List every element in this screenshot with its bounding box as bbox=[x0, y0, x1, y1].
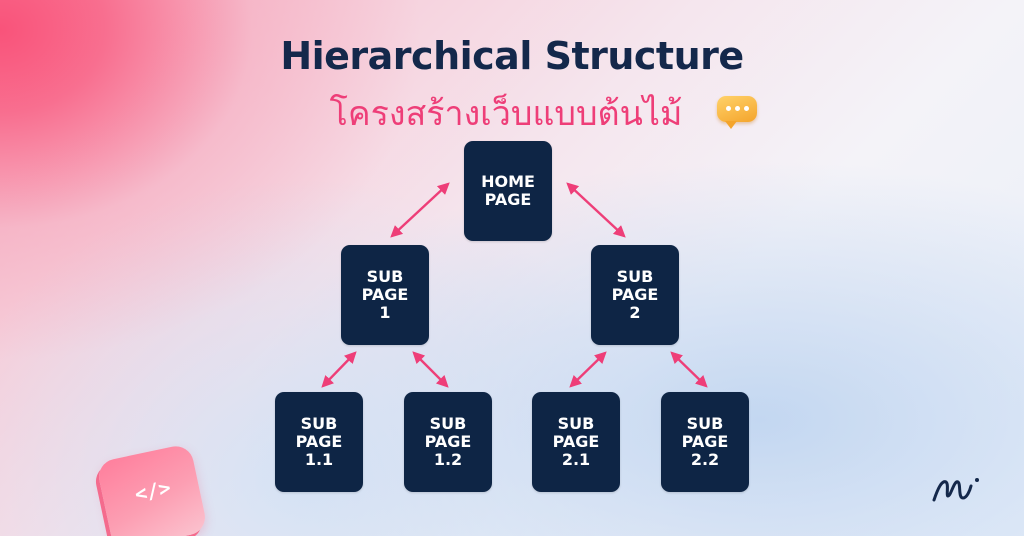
node-label-line: PAGE bbox=[611, 285, 659, 304]
node-label-line: SUB bbox=[686, 414, 724, 433]
node-label-line: 2 bbox=[629, 303, 641, 322]
node-sub-page-1-1: SUB PAGE 1.1 bbox=[275, 392, 363, 492]
node-label-line: HOME bbox=[481, 172, 535, 191]
node-label-line: PAGE bbox=[295, 432, 343, 451]
arrow-sub2-sub21 bbox=[569, 351, 607, 388]
node-sub-page-1-2: SUB PAGE 1.2 bbox=[404, 392, 492, 492]
chat-bubble-icon bbox=[717, 96, 757, 129]
node-label-line: 1.2 bbox=[433, 450, 463, 469]
arrow-home-sub2 bbox=[566, 182, 626, 238]
node-label-line: PAGE bbox=[424, 432, 472, 451]
node-home-page: HOME PAGE bbox=[464, 141, 552, 241]
node-label-line: PAGE bbox=[361, 285, 409, 304]
node-label-line: PAGE bbox=[484, 190, 532, 209]
node-label-line: 2.2 bbox=[690, 450, 720, 469]
code-icon: </> bbox=[132, 475, 173, 507]
signature-logo-icon bbox=[932, 478, 979, 502]
arrow-sub1-sub11 bbox=[321, 351, 357, 388]
node-label-line: SUB bbox=[300, 414, 338, 433]
node-sub-page-2-2: SUB PAGE 2.2 bbox=[661, 392, 749, 492]
node-label-line: SUB bbox=[366, 267, 404, 286]
node-label-line: 1.1 bbox=[304, 450, 334, 469]
arrow-sub1-sub12 bbox=[412, 351, 449, 388]
node-label-line: PAGE bbox=[552, 432, 600, 451]
node-sub-page-2-1: SUB PAGE 2.1 bbox=[532, 392, 620, 492]
node-label-line: SUB bbox=[429, 414, 467, 433]
node-label-line: PAGE bbox=[681, 432, 729, 451]
page-title: Hierarchical Structure bbox=[280, 34, 744, 78]
node-label-line: SUB bbox=[557, 414, 595, 433]
arrow-home-sub1 bbox=[390, 182, 450, 238]
node-sub-page-1: SUB PAGE 1 bbox=[341, 245, 429, 345]
page-subtitle-thai: โครงสร้างเว็บแบบต้นไม้ bbox=[329, 94, 683, 134]
node-label-line: 1 bbox=[379, 303, 391, 322]
node-label-line: 2.1 bbox=[561, 450, 591, 469]
node-label-line: SUB bbox=[616, 267, 654, 286]
arrow-sub2-sub22 bbox=[670, 351, 708, 388]
node-sub-page-2: SUB PAGE 2 bbox=[591, 245, 679, 345]
